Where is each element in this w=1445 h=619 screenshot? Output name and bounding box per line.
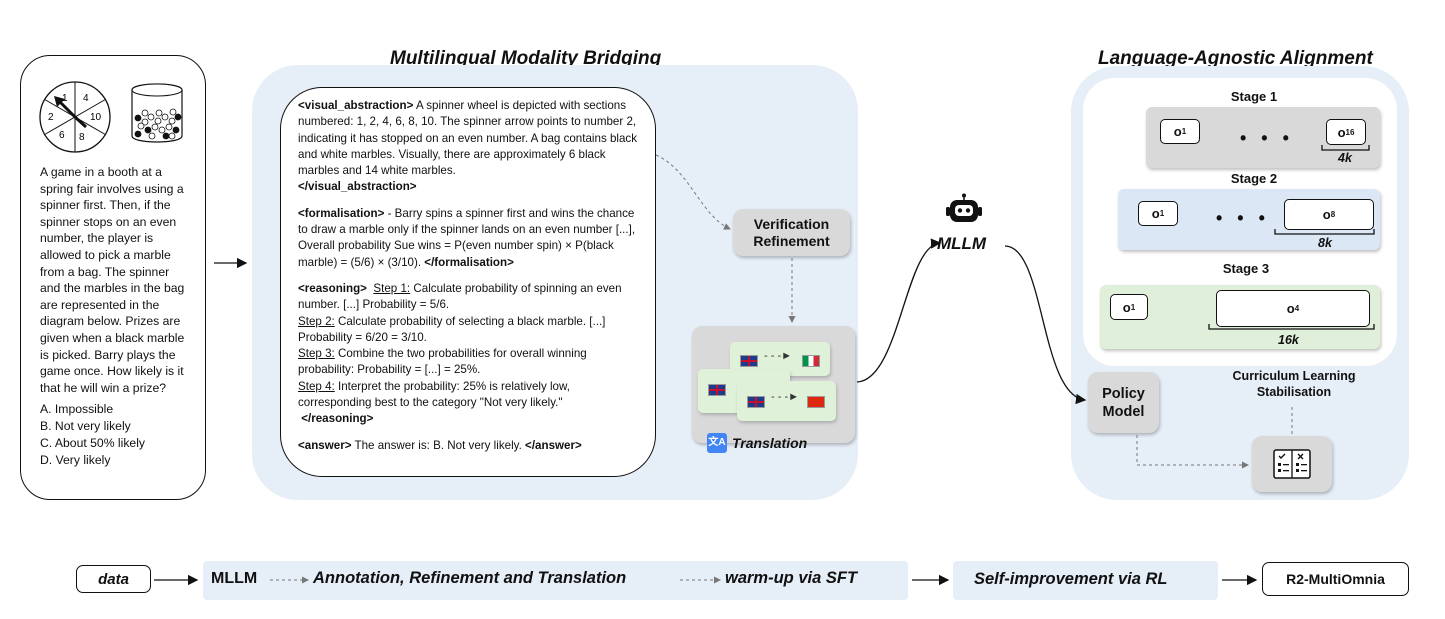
spinner-wheel-icon: 1 4 2 10 6 8: [39, 81, 111, 153]
step2-text: Calculate probability of selecting a bla…: [298, 314, 606, 344]
pipeline-data-box: data: [76, 565, 151, 593]
alignment-title: Language-Agnostic Alignment: [1098, 48, 1373, 69]
reasoning-box: [280, 87, 656, 477]
formalisation-section: <formalisation> - Barry spins a spinner …: [298, 206, 638, 271]
pipeline-annotation: Annotation, Refinement and Translation: [313, 569, 627, 587]
uk-flag-icon: [708, 381, 726, 399]
reason-open-tag: <reasoning>: [298, 281, 367, 295]
spinner-number: 10: [90, 112, 102, 123]
uk-flag-icon: [740, 352, 758, 370]
arrow-icon: - - -►: [764, 350, 792, 362]
pipeline-mllm: MLLM: [211, 570, 258, 587]
answer-open-tag: <answer>: [298, 438, 352, 452]
stage-2-label: Stage 2: [1230, 171, 1278, 186]
curriculum-label: Curriculum Learning Stabilisation: [1232, 369, 1356, 399]
stage-2-dots: • • •: [1216, 208, 1270, 228]
stage-brackets: [1208, 145, 1375, 330]
reasoning-to-verification-arrow: [655, 154, 731, 230]
policy-to-curriculum-arrow: [1136, 435, 1249, 469]
robot-icon: [946, 193, 982, 222]
translation-to-mllm-arrow: [856, 238, 942, 383]
policy-model-box: Policy Model: [1088, 372, 1159, 433]
visual-abstraction-section: <visual_abstraction> A spinner wheel is …: [298, 98, 638, 196]
mllm-label: MLLM: [937, 234, 987, 253]
stage-2-length: 8k: [1318, 236, 1332, 250]
answer-body: The answer is: B. Not very likely.: [351, 438, 526, 452]
spinner-number: 4: [83, 93, 89, 104]
step4-label: Step 4:: [298, 379, 335, 393]
translate-icon: 文A: [707, 433, 727, 453]
option-c: C. About 50% likely: [40, 436, 146, 450]
pipeline-rl-band: [953, 561, 1218, 600]
curriculum-box: [1252, 436, 1332, 492]
option-a: A. Impossible: [40, 402, 114, 416]
stage-3-label: Stage 3: [1222, 261, 1270, 276]
verification-refinement-box: Verification Refinement: [733, 209, 850, 256]
bridging-title: Multilingual Modality Bridging: [390, 48, 662, 69]
uk-flag-icon: [747, 393, 765, 411]
answer-section: <answer> The answer is: B. Not very like…: [298, 438, 638, 454]
answer-options: A. Impossible B. Not very likely C. Abou…: [40, 401, 190, 469]
pipeline-sft-band: [203, 561, 908, 600]
stage-3-length: 16k: [1278, 333, 1299, 347]
italy-flag-icon: [802, 352, 820, 370]
visual-close-tag: </visual_abstraction>: [298, 180, 417, 194]
step2-label: Step 2:: [298, 314, 335, 328]
checklist-icon: [1273, 449, 1311, 479]
pipeline-output-box: R2-MultiOmnia: [1262, 562, 1409, 596]
visual-body: A spinner wheel is depicted with section…: [298, 99, 638, 178]
step1-text: Calculate probability of spinning an eve…: [298, 281, 622, 312]
stage-1-label: Stage 1: [1230, 89, 1278, 104]
translation-label: Translation: [732, 435, 808, 451]
reasoning-text: <visual_abstraction> A spinner wheel is …: [298, 98, 638, 464]
stage-1-dots: • • •: [1240, 128, 1294, 148]
step4-text: Interpret the probability: 25% is relati…: [298, 379, 570, 410]
option-d: D. Very likely: [40, 453, 111, 467]
form-body: - Barry spins a spinner first and wins t…: [298, 206, 636, 269]
visual-open-tag: <visual_abstraction>: [298, 99, 414, 112]
answer-close-tag: </answer>: [525, 438, 582, 452]
spinner-number: 2: [48, 112, 54, 123]
option-b: B. Not very likely: [40, 419, 131, 433]
reason-close-tag: </reasoning>: [301, 412, 374, 426]
step3-text: Combine the two probabilities for overal…: [298, 347, 587, 377]
stage-1-length: 4k: [1338, 151, 1352, 165]
translation-card: - - -►: [737, 381, 836, 421]
pipeline-rl: Self-improvement via RL: [974, 570, 1168, 588]
spinner-number: 8: [79, 132, 85, 143]
arrow-icon: - - -►: [771, 391, 799, 403]
step3-label: Step 3:: [298, 347, 335, 361]
form-close-tag: </formalisation>: [424, 255, 514, 269]
pipeline-warmup: warm-up via SFT: [725, 569, 858, 587]
step1-label: Step 1:: [373, 281, 411, 295]
reasoning-section: <reasoning> Step 1: Calculate probabilit…: [298, 281, 638, 428]
spinner-number: 6: [59, 130, 65, 141]
form-open-tag: <formalisation>: [298, 206, 385, 220]
china-flag-icon: [807, 393, 825, 411]
mllm-to-policy-arrow: [1004, 245, 1087, 405]
problem-text: A game in a booth at a spring fair invol…: [40, 165, 185, 395]
marble-bag-icon: [131, 83, 183, 143]
spinner-number: 1: [62, 93, 68, 104]
